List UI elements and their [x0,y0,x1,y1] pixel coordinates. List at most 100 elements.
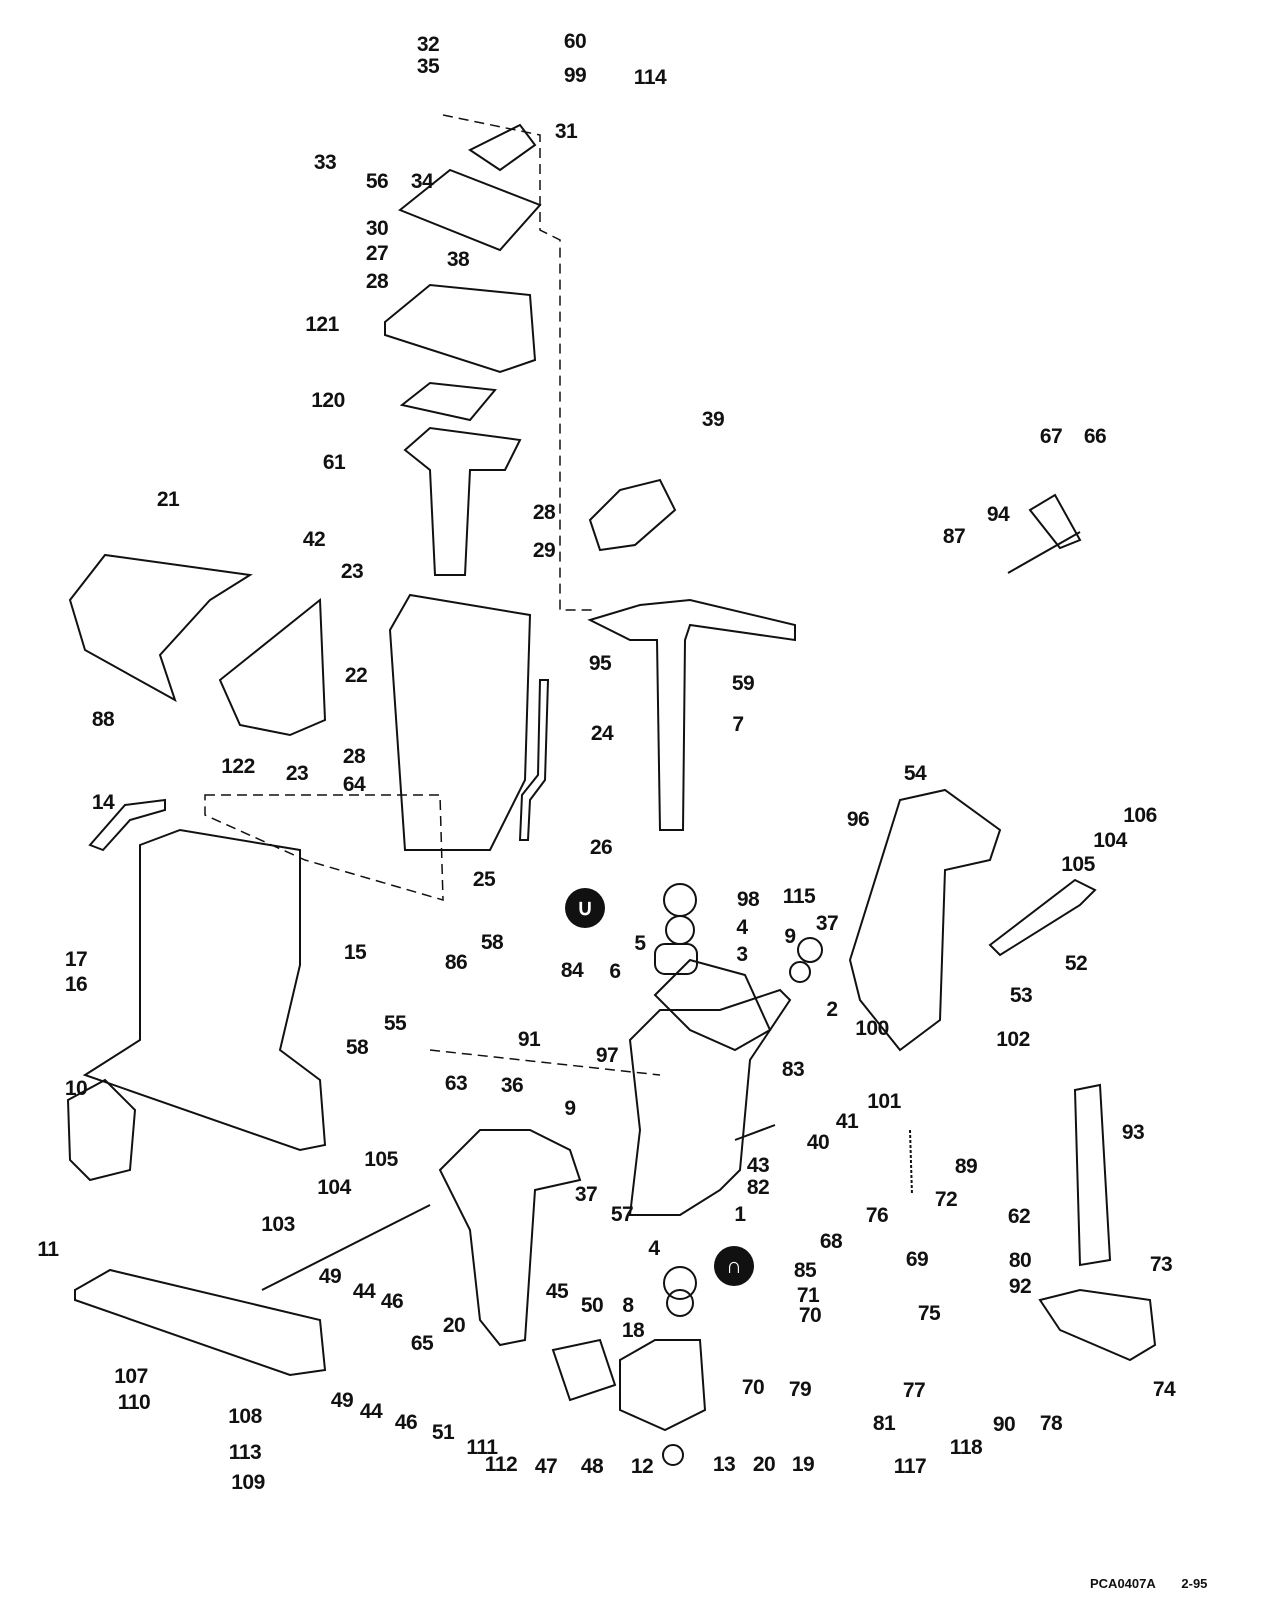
callout-label: 79 [788,1378,812,1401]
callout-label: 105 [1061,853,1095,876]
callout-label: 66 [1083,425,1107,448]
strip-14 [88,798,166,852]
callout-label: 104 [1093,829,1127,852]
lubricant-symbol-icon: ∩ [714,1246,754,1286]
callout-label: 58 [480,931,504,954]
callout-label: 2 [826,998,838,1021]
part-drive-shaft-housing-15 [82,828,327,1152]
drawing-date: 2-95 [1181,1576,1208,1591]
part-yoke-12 [619,1339,707,1432]
callout-label: 100 [855,1017,889,1040]
callout-label: 122 [221,755,255,778]
assembly-line-2 [204,794,444,902]
part-swivel-bracket-1 [628,988,792,1216]
part-bracket-74 [1038,1288,1157,1362]
callout-label: 47 [534,1455,558,1478]
assembly-line-3 [429,1049,661,1076]
callout-label: 110 [117,1391,151,1414]
callout-label: 40 [806,1131,830,1154]
callout-label: 28 [532,501,556,524]
callout-label: 19 [791,1453,815,1476]
callout-label: 12 [630,1455,654,1478]
part-cylinder-93 [1073,1083,1112,1267]
callout-label: 58 [345,1036,369,1059]
callout-label: 52 [1064,952,1088,975]
callout-label: 101 [867,1090,901,1113]
callout-label: 6 [609,960,621,983]
callout-label: 44 [359,1400,383,1423]
callout-label: 60 [563,30,587,53]
callout-label: 91 [517,1028,541,1051]
callout-label: 115 [782,885,816,908]
callout-label: 67 [1039,425,1063,448]
callout-label: 25 [472,868,496,891]
callout-label: 94 [986,503,1010,526]
part-rod-40 [734,1124,776,1141]
callout-label: 41 [835,1110,859,1133]
part-bracket-31 [468,123,537,172]
callout-label: 13 [712,1453,736,1476]
callout-label: 14 [91,791,115,814]
callout-label: 49 [330,1389,354,1412]
callout-label: 113 [228,1441,262,1464]
callout-label: 76 [865,1204,889,1227]
callout-label: 104 [317,1176,351,1199]
callout-label: 61 [322,451,346,474]
sealant-symbol-icon: ∪ [565,888,605,928]
callout-label: 118 [949,1436,983,1459]
callout-label: 29 [532,539,556,562]
callout-label: 30 [365,217,389,240]
callout-label: 64 [342,773,366,796]
callout-label: 111 [466,1436,498,1459]
callout-label: 43 [746,1154,770,1177]
part-plate-10 [66,1078,137,1182]
callout-label: 37 [574,1183,598,1206]
callout-label: 98 [736,888,760,911]
callout-label: 48 [580,1455,604,1478]
callout-label: 26 [589,836,613,859]
callout-label: 82 [746,1176,770,1199]
callout-label: 9 [784,925,796,948]
callout-label: 46 [380,1290,404,1313]
callout-label: 102 [996,1028,1030,1051]
bushing-3 [654,943,698,975]
callout-label: 70 [798,1304,822,1327]
callout-label: 90 [992,1413,1016,1436]
callout-label: 56 [365,170,389,193]
callout-label: 23 [340,560,364,583]
part-cover-42 [218,597,327,737]
callout-label: 103 [261,1213,295,1236]
callout-label: 63 [444,1072,468,1095]
callout-label: 121 [305,313,339,336]
callout-label: 59 [731,672,755,695]
assembly-line-1 [442,114,595,611]
callout-label: 22 [344,664,368,687]
callout-label: 53 [1009,984,1033,1007]
callout-label: 112 [484,1453,518,1476]
part-rod-94 [1007,531,1081,574]
callout-label: 20 [442,1314,466,1337]
callout-label: 84 [560,959,584,982]
part-stern-bracket-36 [438,1129,582,1347]
callout-label: 99 [563,64,587,87]
part-block-18 [551,1338,617,1402]
drawing-footer: PCA0407A 2-95 [1090,1576,1229,1591]
callout-label: 15 [343,941,367,964]
part-gasket-120 [399,381,497,422]
callout-label: 55 [383,1012,407,1035]
callout-label: 4 [736,916,748,939]
callout-label: 46 [394,1411,418,1434]
callout-label: 11 [37,1238,59,1261]
callout-label: 65 [410,1332,434,1355]
callout-label: 109 [231,1471,265,1494]
callout-label: 8 [622,1294,634,1317]
callout-label: 88 [91,708,115,731]
callout-label: 50 [580,1294,604,1317]
part-steering-arm-7 [587,598,796,831]
callout-label: 62 [1007,1205,1031,1228]
callout-label: 70 [741,1376,765,1399]
callout-label: 97 [595,1044,619,1067]
bushing-8 [666,1289,694,1317]
callout-label: 24 [590,722,614,745]
